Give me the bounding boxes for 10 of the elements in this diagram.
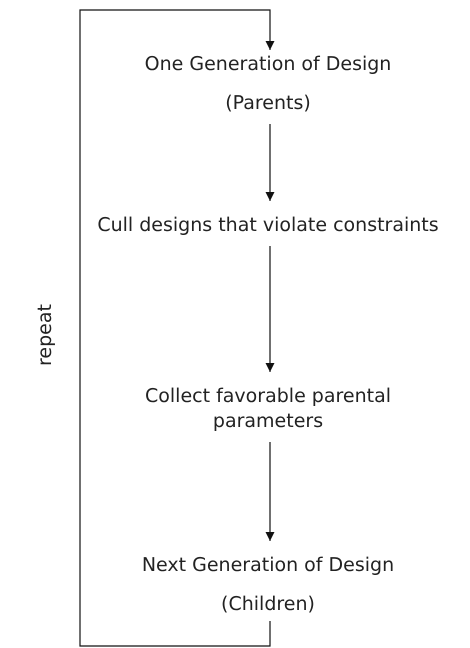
step-text: (Children) [220, 592, 316, 617]
step-text: Cull designs that violate constraints [96, 213, 440, 238]
step-text: (Parents) [224, 91, 312, 116]
arrow [266, 246, 274, 372]
arrow [266, 124, 274, 201]
step-text: One Generation of Design [144, 52, 392, 77]
step-text: Next Generation of Design [140, 553, 396, 578]
step-text: Collect favorable parental parameters [144, 384, 392, 434]
arrow [79, 9, 274, 647]
arrow [266, 442, 274, 541]
